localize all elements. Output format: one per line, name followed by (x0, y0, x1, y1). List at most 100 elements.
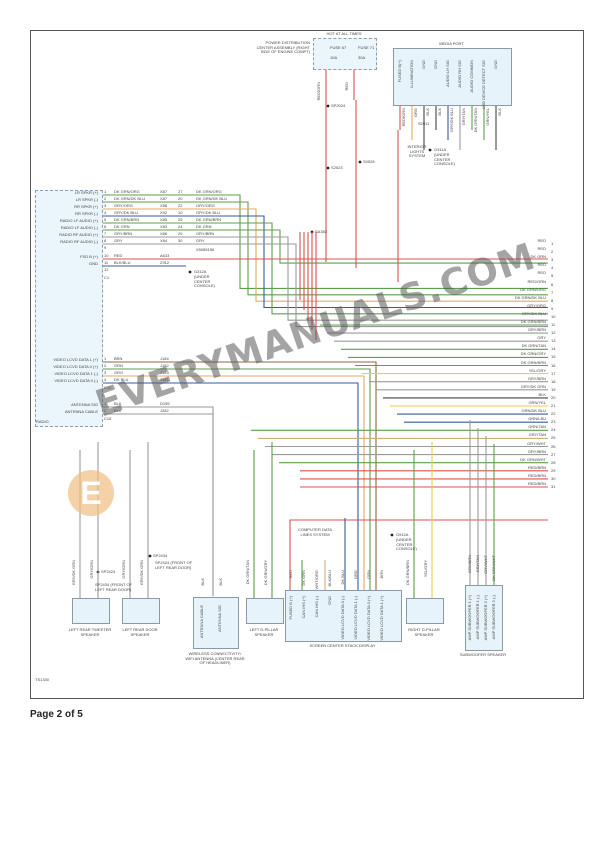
display-wire-label: BLK/BLU (327, 570, 332, 587)
display-pin-label: GND (327, 596, 332, 605)
media-port-pin: GND (493, 60, 498, 69)
radio-pin-number: 1 (104, 356, 107, 361)
connector-c1: C1 (104, 275, 110, 280)
fuse-box-title: HOT AT ALL TIMES (326, 31, 362, 36)
splice-location-label: SP2424 (FRONT OF LEFT REAR DOOR) (155, 560, 193, 570)
ground-location: (UNDER CENTER CONSOLE) (434, 152, 455, 167)
circuit-code: J181 (160, 377, 169, 382)
media-port-wire-label: RED/GRN (401, 108, 406, 127)
radio-out-wire-label: GRY/DK BLU (196, 210, 221, 215)
radio-pin-label: LR SPKR (+) (74, 190, 98, 195)
media-port (393, 48, 512, 106)
antenna-label: WIRELESS CONNECTIVITY/ WIFI ANTENNA (CEN… (185, 651, 245, 666)
antenna-wire-label: BLK (218, 578, 223, 586)
radio-speaker-wire (102, 243, 548, 328)
fuse-box (313, 38, 377, 70)
video-wire (102, 361, 377, 592)
connector-pin: 30 (178, 238, 183, 243)
output-wire-number: 24 (551, 427, 556, 433)
radio-wire-label: GRY/DK BLU (114, 210, 139, 215)
ground-icon (188, 270, 192, 274)
video-wire (102, 382, 359, 592)
radio-speaker-wire (102, 222, 548, 315)
radio-speaker-wire (102, 208, 548, 302)
output-wire-number: 23 (551, 419, 556, 425)
radio-video-pin-label: VIDEO LCVD DATA 1 (+) (53, 357, 98, 362)
radio-pin-number: 12 (104, 267, 109, 272)
circuit-code: X83 (160, 224, 168, 229)
antenna-wire (102, 413, 214, 596)
ground-id: G312A (194, 269, 207, 274)
display-pin-label: VIDEO LCVD DATA 1 (+) (379, 596, 384, 641)
circuit-code: A633 (160, 253, 170, 258)
speaker-label: LEFT REAR DOOR SPEAKER (122, 627, 158, 637)
output-wire-label: GRN/TAN (528, 424, 546, 430)
output-wire-label: DK GRN/GRY (520, 351, 546, 357)
splice-label: S2023 (331, 165, 343, 170)
splice-s0528 (358, 160, 362, 164)
circuit-code: X87 (160, 196, 168, 201)
antenna-wire-label: BLK (200, 578, 205, 586)
radio-pin-number: 8 (104, 238, 107, 243)
output-wire-label: DK GRN/TAN (521, 343, 546, 349)
speaker-label: LEFT REAR TWEETER SPEAKER (68, 627, 112, 637)
output-wire-number: 4 (551, 265, 554, 271)
output-wire-number: 31 (551, 484, 556, 489)
circuit-code: J184 (160, 356, 169, 361)
output-wire-number: 15 (551, 354, 556, 360)
radio-wire-label: GRN (114, 363, 123, 368)
connector-c15: C15 (104, 416, 112, 421)
fuse-box-name: POWER DISTRIBUTION CENTER ASSEMBLY (RIGH… (256, 40, 310, 55)
output-wire-number: 30 (551, 475, 556, 481)
output-wire-label: DK GRN/WHT (520, 456, 546, 462)
radio-speaker-wire (102, 215, 548, 309)
radio-out-wire-label: DK GRN (196, 224, 212, 229)
data-link-label: COMPUTER DATA LINES SYSTEM (297, 527, 333, 537)
radio-wire-label: RED (114, 253, 123, 258)
output-wire-number: 29 (551, 467, 556, 473)
subwoofer-wire-label: DK GRN/WHT (491, 555, 496, 581)
output-wire-label: GRY/BRN (527, 448, 546, 454)
left-rear-tweeter-speaker (72, 598, 110, 624)
radio-out-wire-label: GRY/BRN (196, 231, 215, 236)
display-label: SCREEN CENTER STACK DISPLAY (309, 643, 376, 648)
output-wire-number: 22 (551, 411, 556, 417)
circuit-code: J282 (160, 408, 169, 413)
radio-out-wire-label: GRY (196, 238, 205, 243)
radio-wire-label: DK GRN/BRN (114, 217, 140, 222)
output-wire-label: RED/BRN (527, 472, 546, 478)
output-wire-number: 18 (551, 378, 556, 384)
circuit-code: X88 (160, 203, 168, 208)
media-port-pin: ILLUMINATION (409, 60, 414, 88)
speaker-label: RIGHT D-PILLAR SPEAKER (408, 627, 440, 637)
left-d-pillar-speaker (246, 598, 284, 624)
output-wire-label: GRY/BRN (527, 327, 546, 333)
radio-pin-number: 5 (104, 217, 107, 222)
speaker-wire-label: GRY/GRN (89, 560, 94, 579)
radio-wire-label: BRN (114, 356, 123, 361)
output-wire-number: 21 (551, 403, 556, 408)
radio-pin-label: RADIO LF AUDIO (-) (60, 225, 98, 230)
output-wire-label: GRY/DK BLU (521, 310, 546, 316)
media-port-wire-label: GRY/DK BLU (449, 108, 454, 133)
speaker-wire-label: DK GRN/TAN (245, 560, 250, 585)
circuit-code: X85 (160, 217, 168, 222)
output-wire-label: GRY (537, 335, 546, 341)
radio-wire-label: DK GRN/DK BLU (114, 196, 146, 201)
output-wire-number: 11 (551, 322, 556, 327)
radio-pin-number: 2 (104, 363, 107, 368)
speaker-wire-label: YEL/GRY (423, 560, 428, 578)
radio-wire-label: DK GRN (114, 224, 130, 229)
fuse-rating: 30A (358, 55, 366, 60)
media-port-title: MEDIA PORT (439, 41, 464, 46)
output-wire-number: 13 (551, 338, 556, 344)
radio-pin-label: RR SPKR (+) (74, 204, 98, 209)
splice-label: SA383 (315, 229, 328, 234)
output-wire-number: 16 (551, 362, 556, 368)
output-wire-number: 26 (551, 443, 556, 449)
radio-wire-label: GRY/BRN (114, 231, 133, 236)
radio-out-wire-label: GRY/ORG (196, 203, 215, 208)
output-wire-number: 8 (551, 297, 554, 303)
output-wire-number: 3 (551, 257, 554, 263)
radio-antenna-pin-label: ANTENNA SIG (71, 402, 98, 407)
